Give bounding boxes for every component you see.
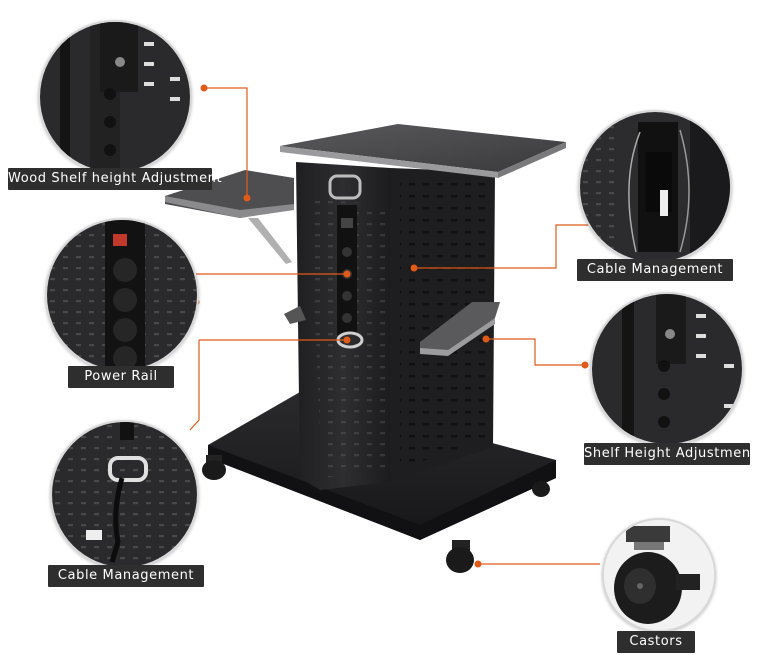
detail-shelf-height-adjustment [590, 292, 744, 446]
label-power-rail: Power Rail [68, 366, 174, 388]
label-castors: Castors [617, 631, 695, 653]
detail-cable-management-right [578, 110, 732, 264]
detail-cable-management-left [50, 420, 199, 569]
left-shelf [165, 170, 294, 264]
middle-shelf-left [284, 306, 306, 324]
label-wood-shelf-adjustment: Wood Shelf height Adjustment [8, 168, 222, 190]
tower-handle [328, 174, 362, 200]
label-cable-management-left: Cable Management [48, 565, 204, 587]
detail-power-rail [45, 218, 199, 372]
label-cable-management-right: Cable Management [577, 259, 733, 281]
wheel-back-right [532, 481, 550, 497]
leader-lines [189, 87, 600, 565]
label-shelf-height-adjustment: Shelf Height Adjustment [584, 443, 756, 465]
wheel-front-right [446, 540, 474, 573]
right-shelf [420, 302, 500, 356]
detail-wood-shelf-adjustment [38, 20, 192, 174]
top-surface [280, 124, 566, 178]
detail-castors [602, 518, 716, 632]
wheel-front-left [202, 455, 226, 480]
